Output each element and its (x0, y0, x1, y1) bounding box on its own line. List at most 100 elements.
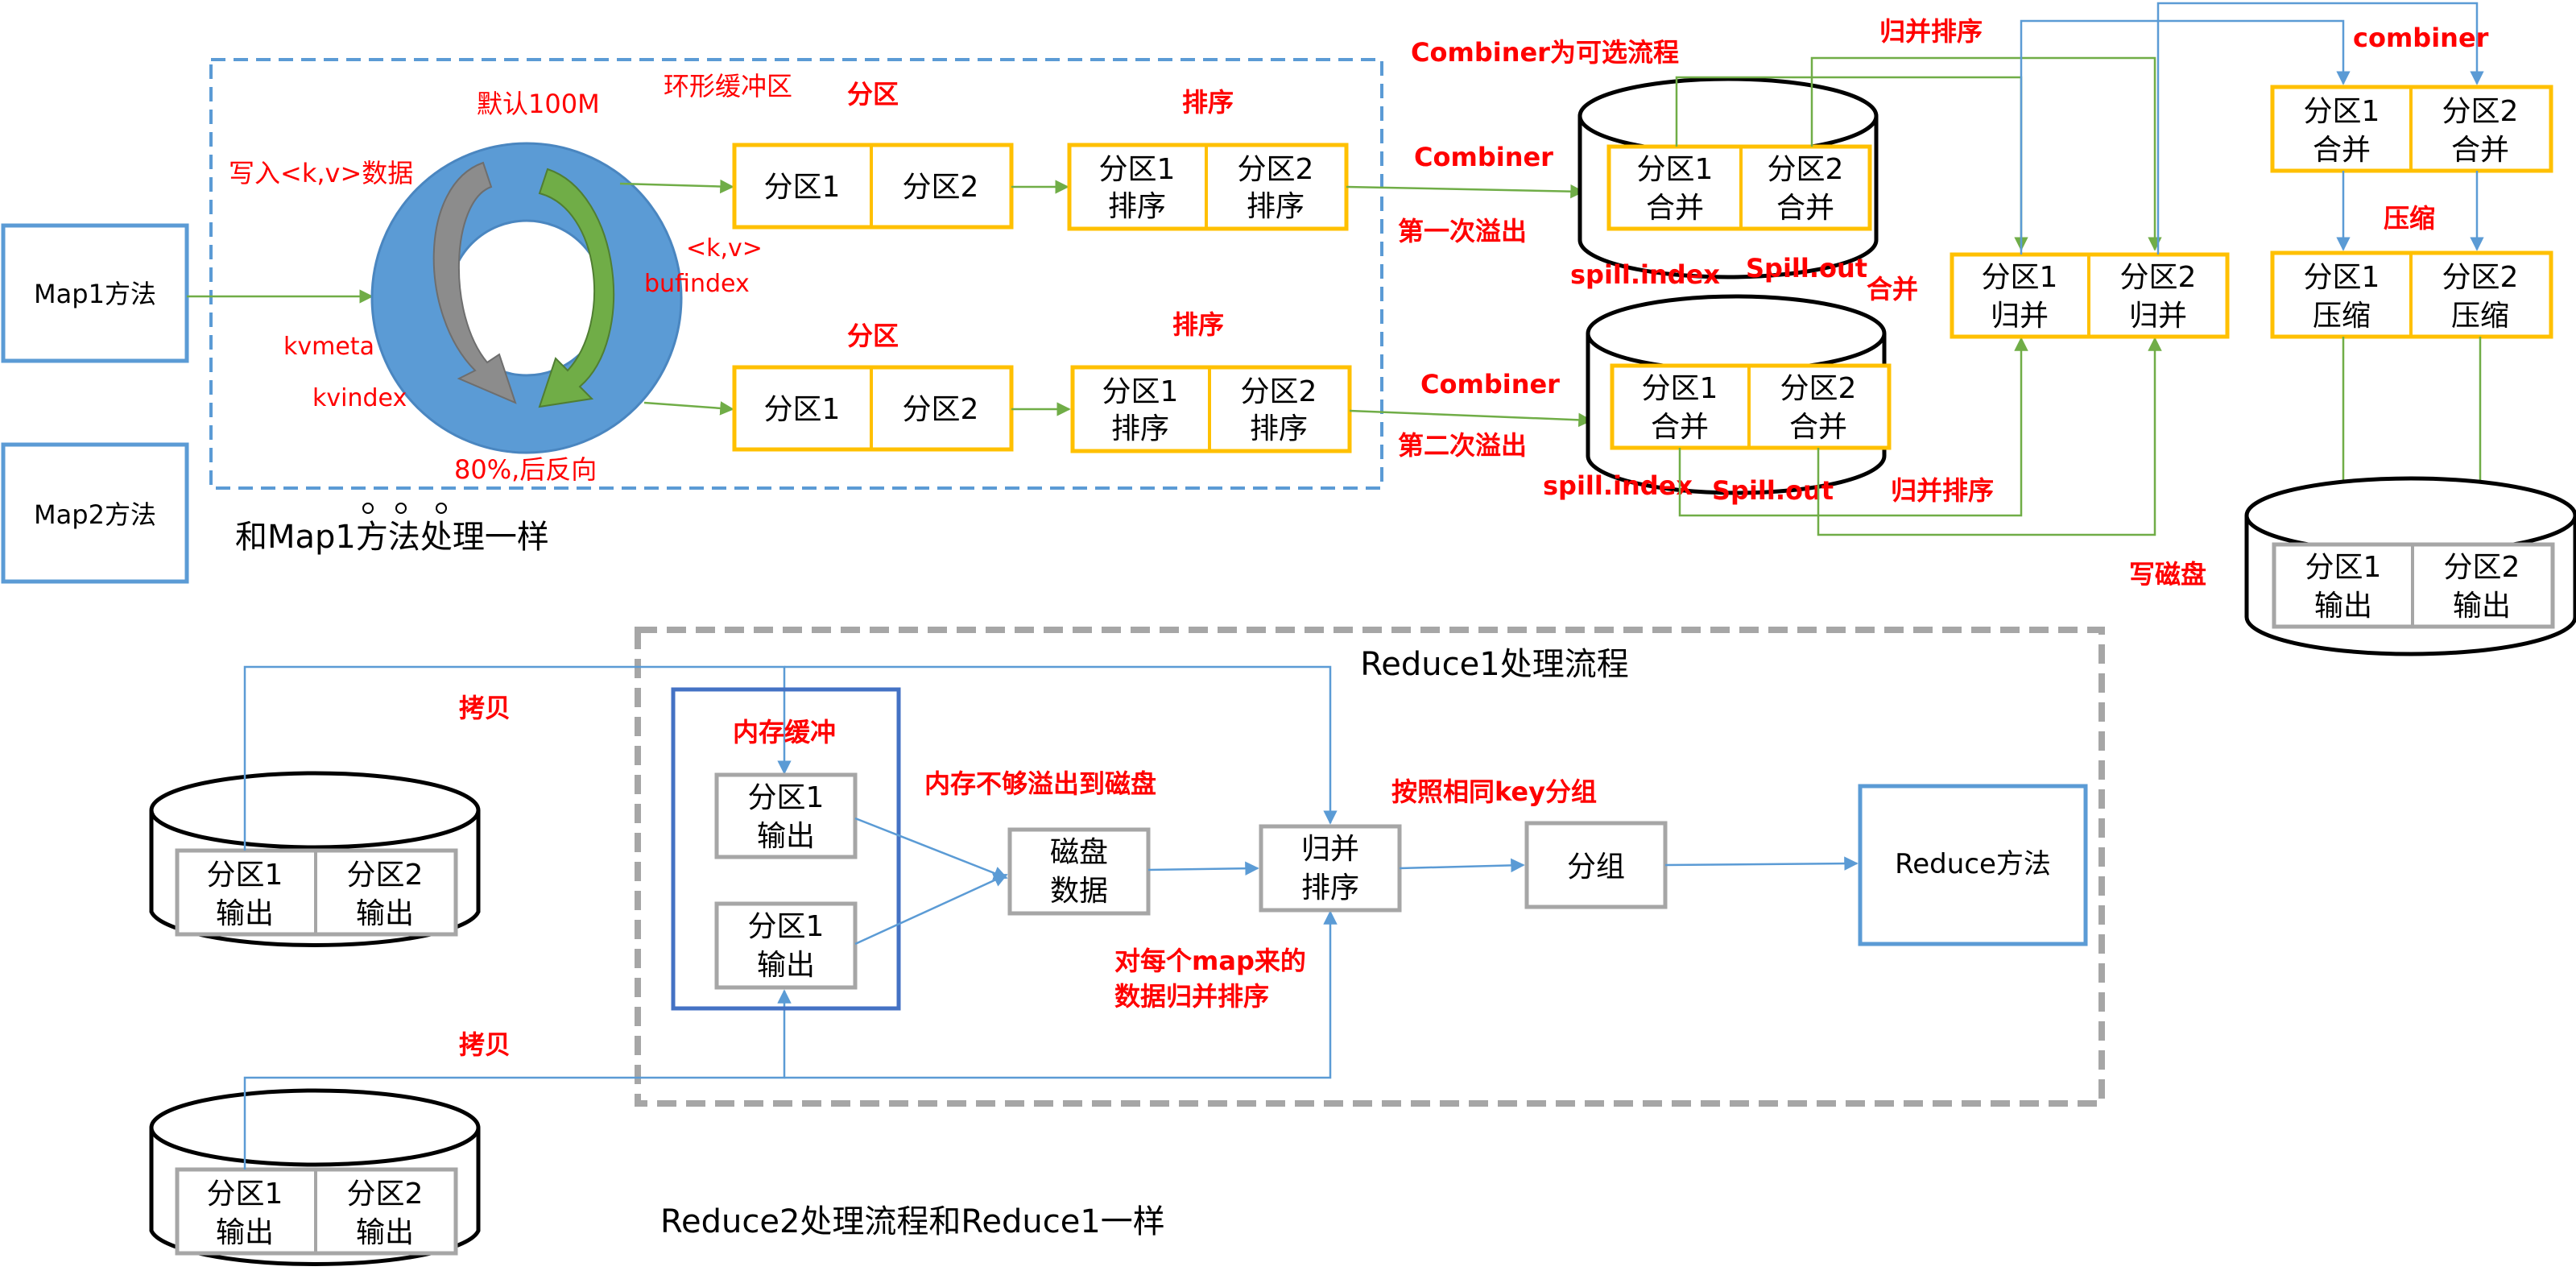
map-output-cell: 分区2 (347, 1178, 424, 1211)
merge-cell: 分区1 (1982, 261, 2058, 294)
group-text: 分组 (1567, 851, 1625, 884)
spill-out-label-1: Spill.out (1746, 253, 1867, 284)
disk-data-box (1007, 827, 1151, 916)
merge-sort-label-top: 归并排序 (1879, 16, 1983, 47)
reduce-merge-box (1259, 824, 1402, 913)
map-output-cell: 输出 (216, 1216, 274, 1249)
spill2-to-merge-connector-b (1817, 337, 2162, 536)
sort-cell: 排序 (1250, 412, 1308, 445)
buffer-to-disk-arrow-2 (854, 873, 1008, 946)
partition-title-2: 分区 (847, 321, 899, 351)
combine-cell: 分区2 (2442, 95, 2519, 128)
combiner-label-1: Combiner (1414, 142, 1553, 172)
emphasis-dot (436, 503, 447, 514)
sort-title-2: 排序 (1172, 309, 1224, 340)
group-to-reduce-arrow (1664, 856, 1859, 871)
disk-data-text: 数据 (1050, 875, 1108, 908)
ring-threshold: 80%,后反向 (454, 454, 597, 485)
merge-to-group-arrow (1399, 858, 1525, 873)
buffer-item-2 (714, 901, 858, 990)
map1-box (1, 223, 189, 363)
map-output-cell: 输出 (356, 1216, 414, 1249)
disk-to-merge-arrow (1147, 861, 1259, 876)
sort-cell: 分区1 (1099, 153, 1176, 186)
spill1-to-merge-connector-b (1810, 56, 2162, 251)
emphasis-dot (362, 503, 374, 514)
map-output-cell: 分区1 (207, 859, 283, 892)
combine-cell: 合并 (2313, 134, 2371, 167)
ring-bufindex: bufindex (644, 270, 750, 298)
reduce-merge-text: 归并 (1301, 833, 1359, 866)
compress-cell: 压缩 (2451, 300, 2509, 333)
overflow-label: 内存不够溢出到磁盘 (924, 768, 1156, 799)
combiner-label-2: Combiner (1420, 369, 1560, 399)
ring-kvindex: kvindex (312, 384, 407, 412)
group-by-key-label: 按照相同key分组 (1391, 776, 1597, 807)
spill-merge-cell: 分区1 (1642, 372, 1718, 405)
copy-label-bottom: 拷贝 (459, 1029, 511, 1060)
buffer-item-text: 输出 (757, 949, 815, 982)
map-output-cell: 输出 (356, 897, 414, 930)
spill-merge-cell: 合并 (1776, 192, 1834, 225)
second-spill-label: 第二次溢出 (1398, 430, 1527, 461)
output-cell: 分区2 (2444, 551, 2520, 584)
ring-title: 环形缓冲区 (664, 71, 792, 101)
reduce1-frame (635, 627, 2105, 1107)
map2-note: 和Map1方法处理一样 (235, 519, 549, 556)
gray-curve-arrow-icon (432, 161, 517, 404)
merge-note-line-1: 对每个map来的 (1114, 946, 1306, 976)
sort-title-1: 排序 (1182, 87, 1234, 118)
partition-cell: 分区2 (903, 393, 979, 426)
reduce-merge-text: 排序 (1301, 871, 1359, 905)
buffer-item-text: 分区1 (748, 781, 825, 814)
spill-out-label-2: Spill.out (1712, 475, 1834, 506)
buffer-item-text: 输出 (757, 820, 815, 853)
map-output-cell: 输出 (216, 897, 274, 930)
sort-cell: 排序 (1247, 190, 1305, 223)
partition-cell: 分区1 (764, 393, 841, 426)
merge-to-combine-connector-b (2156, 2, 2484, 255)
buffer-to-disk-arrow-1 (854, 817, 1008, 880)
first-spill-label: 第一次溢出 (1398, 216, 1527, 246)
merge-cell: 归并 (2129, 300, 2187, 333)
sort-cell: 分区1 (1102, 375, 1179, 408)
reduce2-note: Reduce2处理流程和Reduce1一样 (660, 1203, 1165, 1240)
compress-cell: 压缩 (2313, 300, 2371, 333)
output-cell: 分区1 (2305, 551, 2382, 584)
merge-cell: 分区2 (2120, 261, 2197, 294)
spill2-to-merge-connector-a (1678, 337, 2028, 517)
map-output-cell: 分区1 (207, 1178, 283, 1211)
reduce-method-box (1858, 784, 2088, 946)
partition-cell: 分区1 (764, 171, 841, 204)
spill-merge-cell: 合并 (1646, 192, 1704, 225)
sort-cell: 分区2 (1241, 375, 1317, 408)
copy-connector-top (243, 665, 792, 851)
ring-kv: <k,v> (686, 234, 763, 263)
ring-kvmeta: kvmeta (283, 333, 374, 361)
combiner-optional-label: Combiner为可选流程 (1411, 37, 1679, 68)
spill-merge-cell: 分区2 (1768, 153, 1844, 186)
combine-cell: 合并 (2451, 134, 2509, 167)
reduce-method-label: Reduce方法 (1895, 848, 2051, 880)
spill-merge-cell: 分区2 (1780, 372, 1857, 405)
spill-merge-cell: 分区1 (1637, 153, 1714, 186)
map-output-cell: 分区2 (347, 859, 424, 892)
combine-label: 合并 (1867, 274, 1918, 304)
compress-label: 压缩 (2384, 203, 2435, 234)
memory-buffer-label: 内存缓冲 (733, 717, 836, 747)
combiner-label-3: combiner (2353, 23, 2489, 53)
partition-title-1: 分区 (847, 79, 899, 110)
ring-write-label: 写入<k,v>数据 (229, 158, 413, 188)
ring-buffer-frame (209, 58, 1383, 490)
copy-connector-top-merge (784, 665, 1338, 825)
disk-data-text: 磁盘 (1050, 836, 1108, 869)
sort-to-spill-arrow-1 (1346, 184, 1585, 199)
output-cell: 输出 (2314, 590, 2372, 623)
write-disk-label: 写磁盘 (2129, 559, 2206, 590)
memory-buffer-box (671, 687, 901, 1011)
merge-to-combine-connector-a (2020, 19, 2351, 255)
sort-to-spill-arrow-2 (1349, 409, 1593, 428)
copy-connector-bottom-merge (784, 910, 1338, 1079)
